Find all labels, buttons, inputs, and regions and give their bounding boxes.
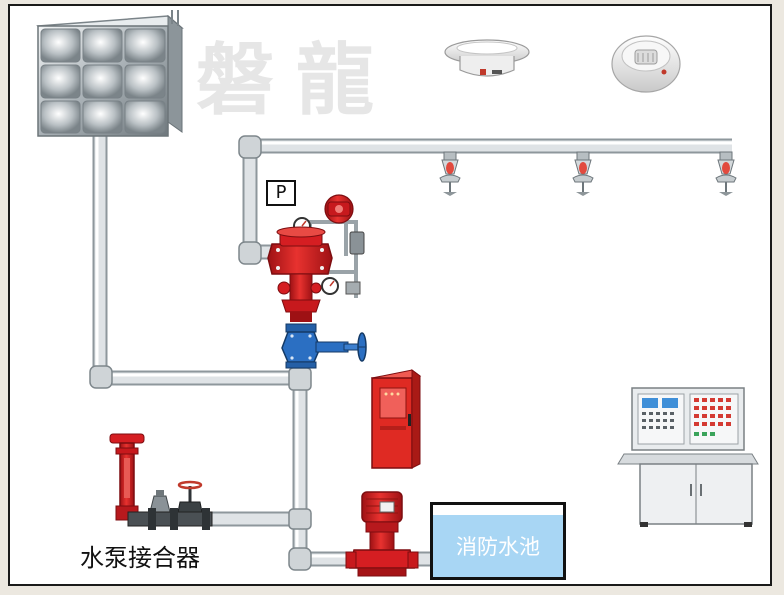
fire-pool: 消防水池 xyxy=(430,502,566,580)
watermark-text: 磐龍 xyxy=(196,35,397,126)
fire-pump-icon xyxy=(345,491,419,577)
sprinkler-head-icon xyxy=(715,151,737,196)
water-tank-icon xyxy=(36,10,184,137)
sprinkler-head-icon xyxy=(572,151,594,196)
alarm-valve-icon xyxy=(267,194,365,322)
pipe-network xyxy=(92,136,732,567)
control-cabinet-icon xyxy=(370,369,422,469)
gate-valve-icon xyxy=(281,323,367,369)
pump-adapter-label: 水泵接合器 xyxy=(80,544,200,572)
pipe-fittings xyxy=(89,135,312,571)
heat-detector-icon xyxy=(611,35,681,93)
smoke-detector-icon xyxy=(444,39,530,77)
diagram-canvas xyxy=(36,10,759,577)
pool-water xyxy=(433,515,563,577)
pump-adapter-icon xyxy=(109,433,213,530)
sprinkler-head-icon xyxy=(439,151,461,196)
pressure-switch-label: P xyxy=(266,180,296,206)
fire-pool-label: 消防水池 xyxy=(456,535,540,559)
fire-sprinkler-system-diagram: 磐龍 xyxy=(8,4,772,586)
fire-alarm-console-icon xyxy=(617,387,759,527)
